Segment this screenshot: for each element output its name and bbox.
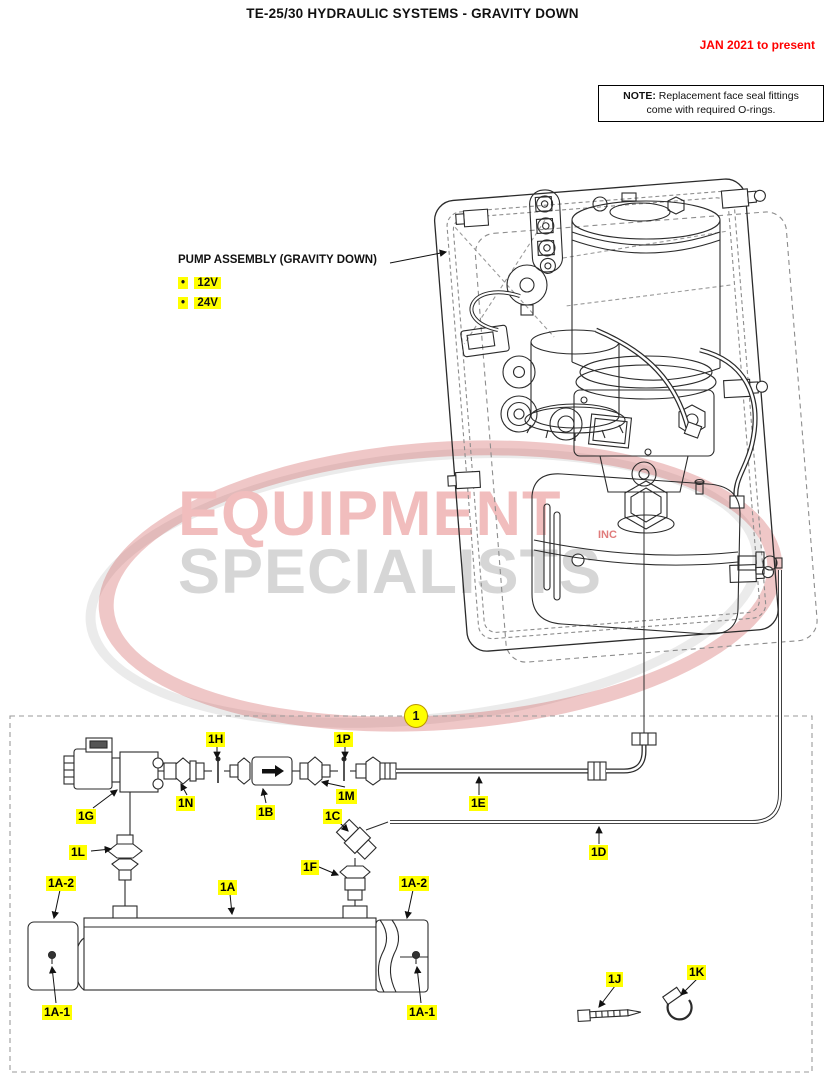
note-label: NOTE: xyxy=(623,90,656,102)
pump-option-24v: • 24V xyxy=(178,297,221,309)
callout-1d: 1D xyxy=(589,845,609,860)
motor xyxy=(571,192,721,400)
part-1l-fitting xyxy=(107,834,143,908)
part-1g-pump-unit xyxy=(63,737,164,835)
reservoir-tank xyxy=(531,473,783,635)
callout-1f: 1F xyxy=(301,860,320,875)
mounting-tabs xyxy=(447,188,775,584)
callout-1h: 1H xyxy=(206,732,226,747)
callout-1g: 1G xyxy=(76,809,97,824)
callout-1p: 1P xyxy=(334,732,353,747)
bullet-icon: • xyxy=(178,297,189,309)
part-1b-check-valve xyxy=(229,756,300,786)
callout-1c: 1C xyxy=(323,809,343,824)
part-1a-cylinder xyxy=(27,905,429,993)
gauge-and-filter xyxy=(460,264,626,441)
pump-option-12v: • 12V xyxy=(178,277,221,289)
part-1k-hose-clamp xyxy=(661,986,693,1021)
part-1n-fitting xyxy=(163,757,212,785)
callout-1a: 1A xyxy=(218,880,238,895)
callout-1a1-right: 1A-1 xyxy=(407,1005,438,1020)
callout-1n: 1N xyxy=(176,796,196,811)
pump-assembly-label: PUMP ASSEMBLY (GRAVITY DOWN) xyxy=(178,254,377,266)
callout-1j: 1J xyxy=(606,972,624,987)
hoses xyxy=(595,327,758,509)
callout-1m: 1M xyxy=(336,789,357,804)
bullet-icon: • xyxy=(178,277,189,289)
callout-1a2-left: 1A-2 xyxy=(46,876,77,891)
leader-lines xyxy=(48,249,698,1008)
part-1j-zip-tie xyxy=(577,1009,642,1022)
part-1m-fitting xyxy=(299,756,338,786)
callout-1b: 1B xyxy=(256,805,276,820)
parts-group xyxy=(27,732,693,1022)
pump-assembly-drawing xyxy=(390,178,818,824)
revision-date: JAN 2021 to present xyxy=(699,38,815,52)
note-box: NOTE: Replacement face seal fittings com… xyxy=(598,85,824,122)
callout-1l: 1L xyxy=(69,845,88,860)
note-line1: Replacement face seal fittings xyxy=(658,90,799,102)
callout-1k: 1K xyxy=(687,965,707,980)
part-1f-fitting xyxy=(339,865,371,908)
callout-1a2-right: 1A-2 xyxy=(399,876,430,891)
callout-1e: 1E xyxy=(469,796,488,811)
group-callout-badge: 1 xyxy=(404,704,428,728)
page-title: TE-25/30 HYDRAULIC SYSTEMS - GRAVITY DOW… xyxy=(246,6,579,21)
terminal-block xyxy=(529,189,564,274)
callout-1a1-left: 1A-1 xyxy=(42,1005,73,1020)
connector-lines xyxy=(390,492,782,824)
part-1e-hose xyxy=(355,732,657,786)
note-line2: come with required O-rings. xyxy=(646,103,776,116)
